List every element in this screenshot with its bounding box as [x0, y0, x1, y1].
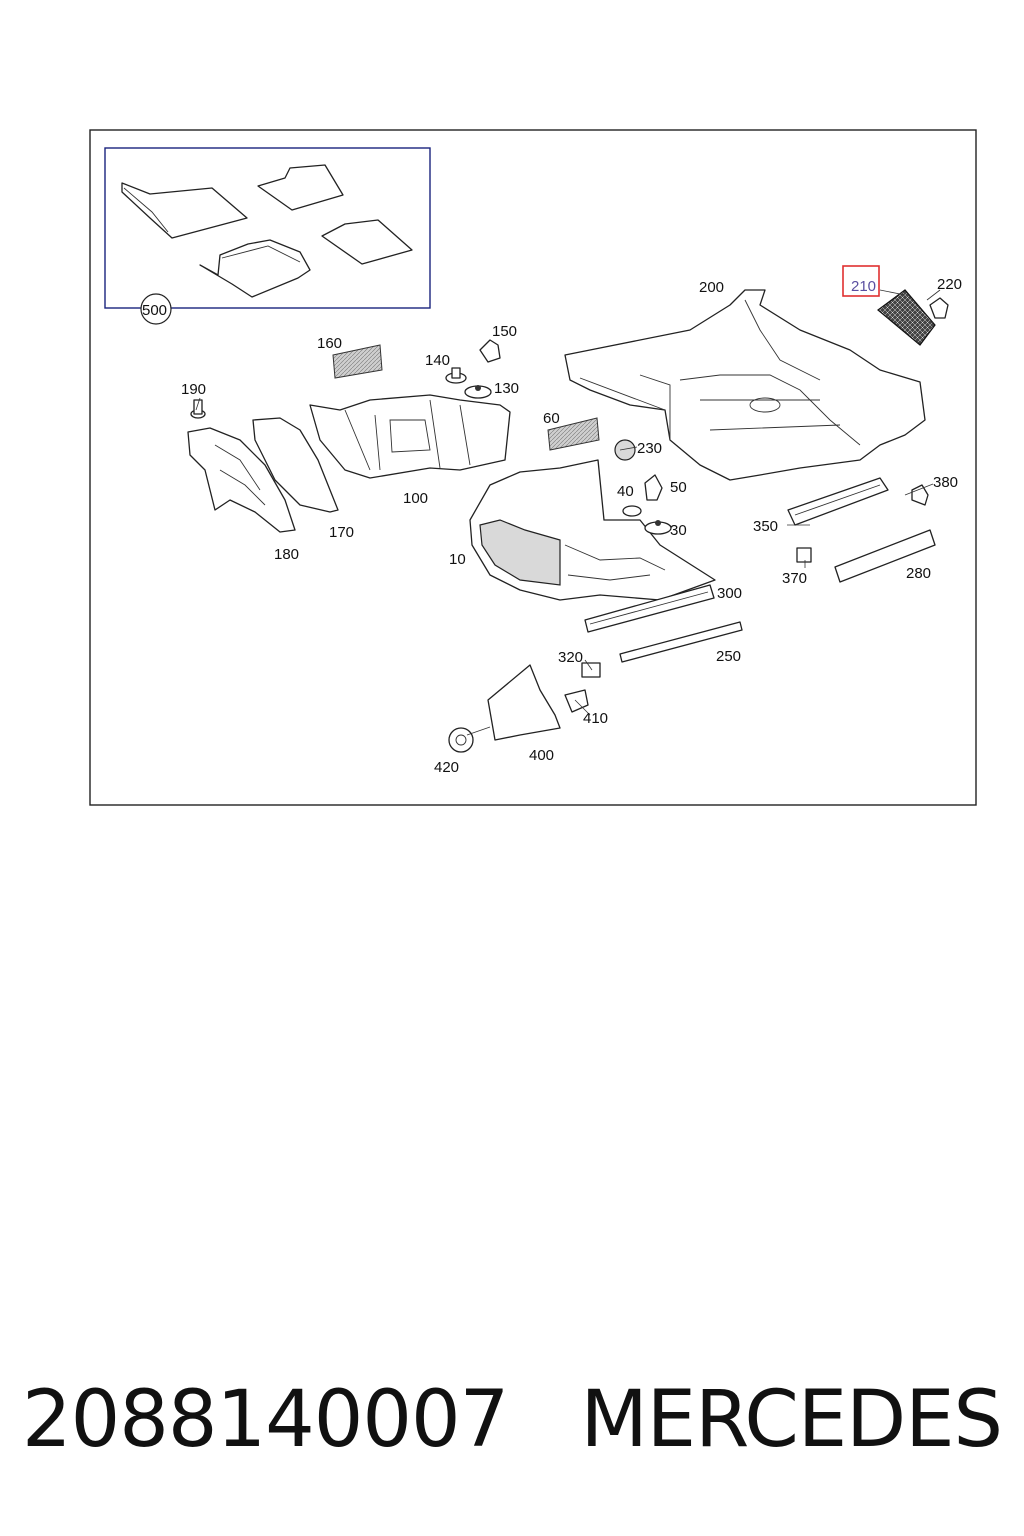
callout-410: 410 — [583, 710, 608, 727]
callout-60: 60 — [543, 410, 560, 427]
callout-160: 160 — [317, 335, 342, 352]
callout-250: 250 — [716, 648, 741, 665]
part-number: 2088140007 — [22, 1375, 509, 1465]
callout-420: 420 — [434, 759, 459, 776]
part-200-rear-carpet — [564, 289, 926, 481]
callout-10: 10 — [449, 551, 466, 568]
part-160-pad — [332, 344, 383, 379]
part-180-bracket — [187, 427, 296, 533]
callout-30: 30 — [670, 522, 687, 539]
part-60-pad — [547, 417, 600, 451]
caption-bar: 2088140007 MERCEDES — [22, 1370, 1003, 1470]
callout-400: 400 — [529, 747, 554, 764]
callout-230: 230 — [637, 440, 662, 457]
brand-name: MERCEDES — [580, 1375, 1003, 1465]
part-210-mesh-panel — [877, 289, 936, 346]
callout-300: 300 — [717, 585, 742, 602]
part-100-front-insulation — [309, 394, 511, 479]
callout-40: 40 — [617, 483, 634, 500]
highlight-box-210 — [842, 265, 880, 297]
part-170-panel — [252, 417, 339, 513]
callout-280: 280 — [906, 565, 931, 582]
callout-labels: 500 200 210 220 160 150 140 130 190 60 2… — [142, 265, 962, 776]
callout-130: 130 — [494, 380, 519, 397]
floor-mat-set-inset — [104, 147, 431, 325]
callout-150: 150 — [492, 323, 517, 340]
part-220-clip — [929, 297, 949, 319]
fasteners — [190, 339, 929, 753]
callout-350: 350 — [753, 518, 778, 535]
callout-200: 200 — [699, 279, 724, 296]
callout-100: 100 — [403, 490, 428, 507]
callout-140: 140 — [425, 352, 450, 369]
callout-50: 50 — [670, 479, 687, 496]
callout-320: 320 — [558, 649, 583, 666]
callout-500: 500 — [142, 302, 167, 319]
callout-190: 190 — [181, 381, 206, 398]
callout-210: 210 — [851, 278, 876, 295]
callout-170: 170 — [329, 524, 354, 541]
part-10-front-carpet — [469, 459, 716, 601]
part-400-side-trim — [487, 664, 561, 741]
callout-380: 380 — [933, 474, 958, 491]
callout-180: 180 — [274, 546, 299, 563]
sill-strips — [584, 477, 936, 663]
diagram-frame — [89, 129, 977, 806]
leader-lines — [195, 289, 941, 736]
callout-370: 370 — [782, 570, 807, 587]
callout-220: 220 — [937, 276, 962, 293]
